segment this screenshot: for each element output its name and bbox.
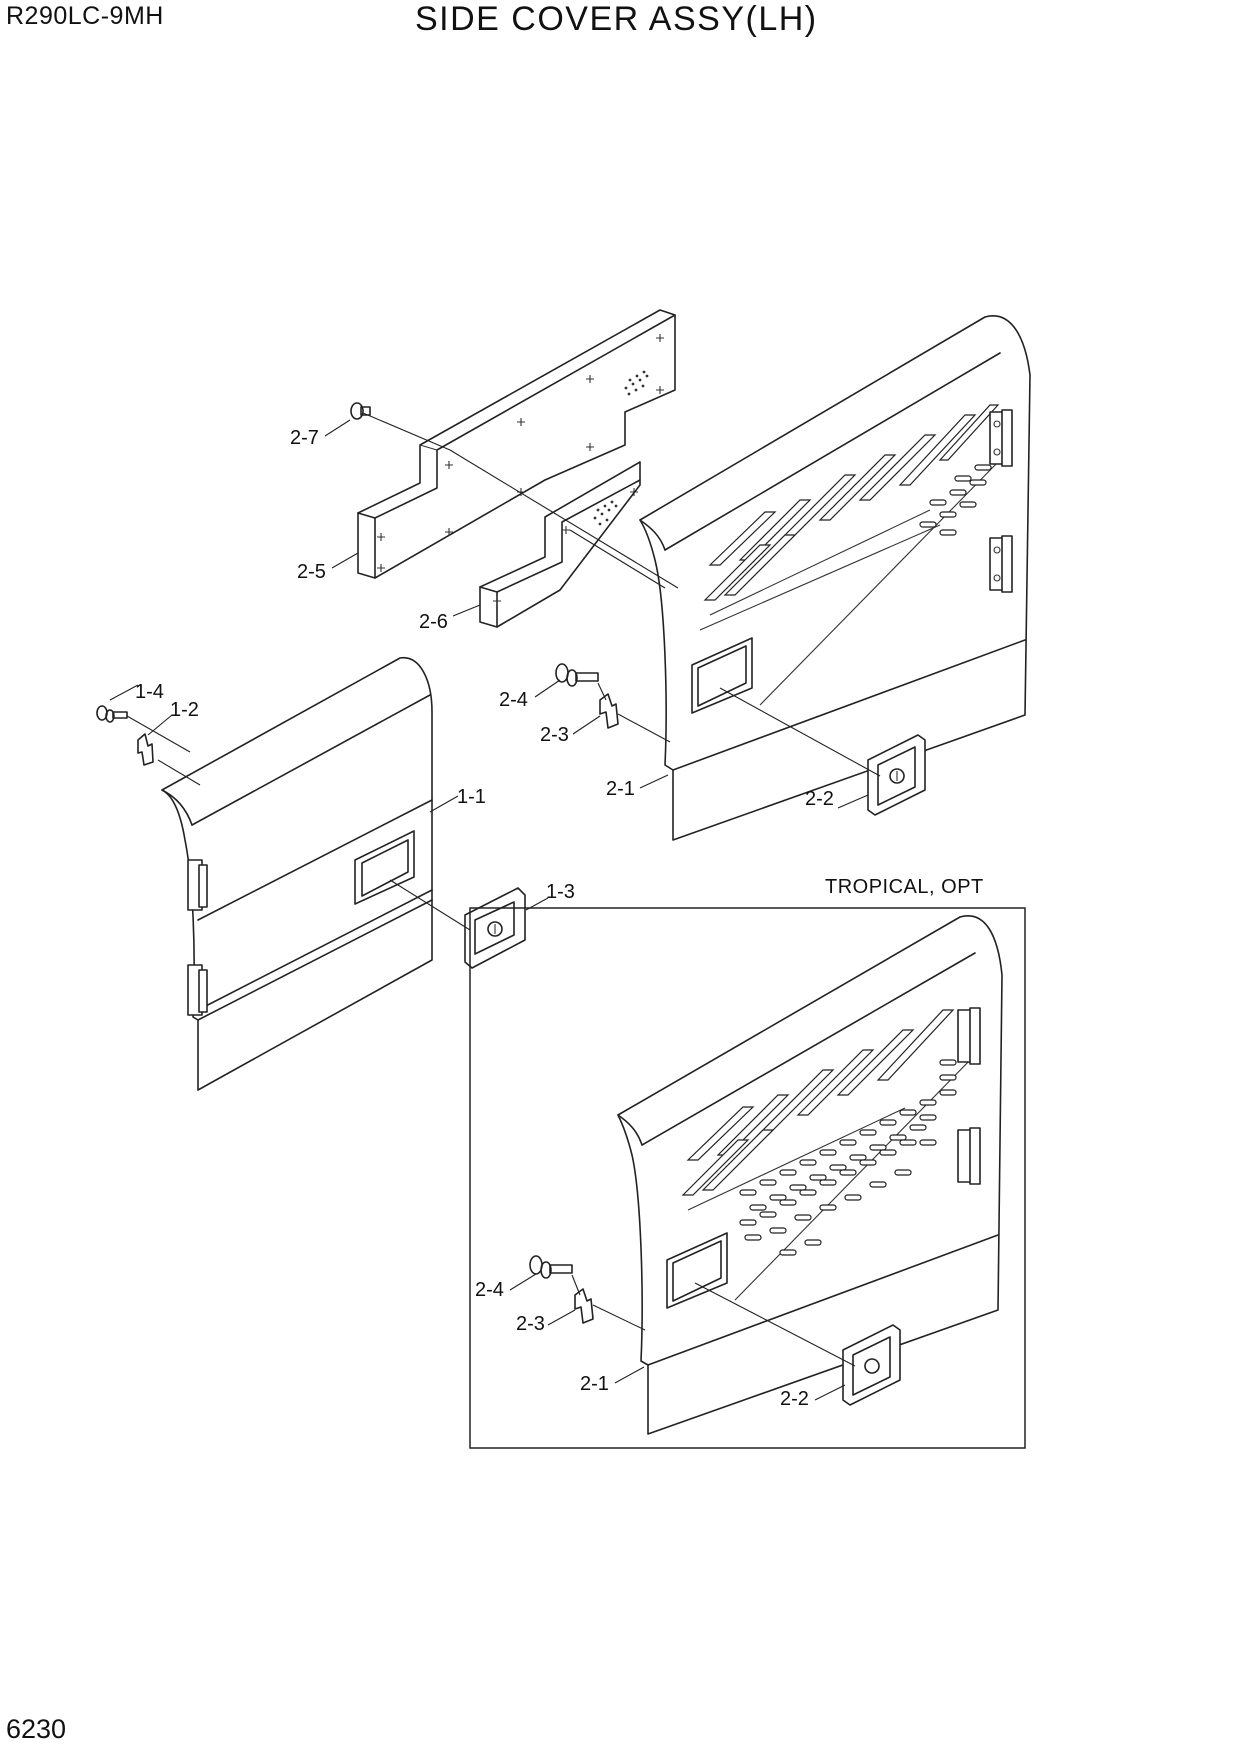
lock-latch-icon xyxy=(842,1324,901,1406)
callout-2-3: 2-3 xyxy=(540,724,569,746)
leader-lines xyxy=(324,412,881,809)
callout-2-6: 2-6 xyxy=(419,611,448,633)
bracket-icon xyxy=(137,733,154,766)
insulation-pad-small xyxy=(479,461,641,628)
push-rivet-icon xyxy=(350,402,371,420)
callout-2-1: 2-1 xyxy=(606,778,635,800)
insulation-pad-large xyxy=(357,309,676,579)
callout-opt-2-2: 2-2 xyxy=(780,1388,809,1410)
hinge-icon xyxy=(989,409,1013,467)
hinge-icon xyxy=(957,1007,981,1065)
side-cover-tropical xyxy=(617,915,1003,1435)
callout-2-7: 2-7 xyxy=(290,427,319,449)
bracket-icon xyxy=(574,1288,594,1324)
tropical-option-frame xyxy=(469,907,1026,1449)
callout-opt-2-3: 2-3 xyxy=(516,1313,545,1335)
lock-latch-icon xyxy=(464,887,526,969)
callout-2-5: 2-5 xyxy=(297,561,326,583)
leader-lines xyxy=(109,684,549,931)
callout-2-4: 2-4 xyxy=(499,689,528,711)
page-number: 6230 xyxy=(6,1714,67,1744)
bracket-icon xyxy=(599,693,619,729)
bolt-washer-icon xyxy=(96,705,128,723)
callout-1-3: 1-3 xyxy=(546,881,575,903)
leader-lines xyxy=(509,1273,856,1401)
hinge-icon xyxy=(187,964,208,1016)
side-door-front xyxy=(161,657,433,1091)
louver-slots xyxy=(699,404,1000,631)
hinge-icon xyxy=(989,535,1013,593)
callout-1-4: 1-4 xyxy=(135,681,164,703)
perforation-dots-icon xyxy=(624,370,649,396)
page-title: SIDE COVER ASSY(LH) xyxy=(415,0,818,38)
callout-opt-2-4: 2-4 xyxy=(475,1279,504,1301)
side-cover-main xyxy=(639,315,1031,841)
hinge-icon xyxy=(957,1127,981,1185)
tropical-option-label: TROPICAL, OPT xyxy=(825,876,984,898)
bolt-washer-icon xyxy=(555,663,599,687)
callout-1-2: 1-2 xyxy=(170,699,199,721)
model-code: R290LC-9MH xyxy=(6,2,164,30)
callout-2-2: 2-2 xyxy=(805,788,834,810)
callout-opt-2-1: 2-1 xyxy=(580,1373,609,1395)
lock-latch-icon xyxy=(867,734,926,816)
callout-1-1: 1-1 xyxy=(457,786,486,808)
hinge-icon xyxy=(187,859,208,911)
bolt-washer-icon xyxy=(529,1255,573,1279)
